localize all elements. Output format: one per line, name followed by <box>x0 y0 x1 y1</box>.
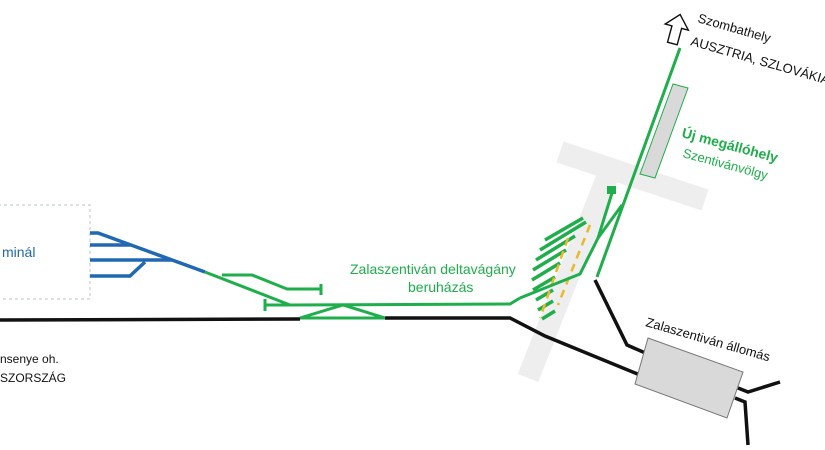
new-stop-platform <box>639 83 689 179</box>
new-tracks <box>204 47 682 320</box>
station-building <box>634 337 744 419</box>
track-end-marker <box>607 186 616 194</box>
yellow-dashed-tracks <box>538 224 592 319</box>
project-label-line2: beruházás <box>408 279 473 295</box>
arrow-up-outline-icon <box>663 13 690 46</box>
terminal-label: minál <box>2 244 35 260</box>
existing-tracks <box>0 279 781 446</box>
project-label-line1: Zalaszentiván deltavágány <box>350 261 516 277</box>
terminal-tracks <box>90 231 206 278</box>
west-station-label: nsenye oh. <box>0 352 59 366</box>
terminal-box <box>0 204 91 300</box>
west-country-label: SZORSZÁG <box>0 370 66 385</box>
